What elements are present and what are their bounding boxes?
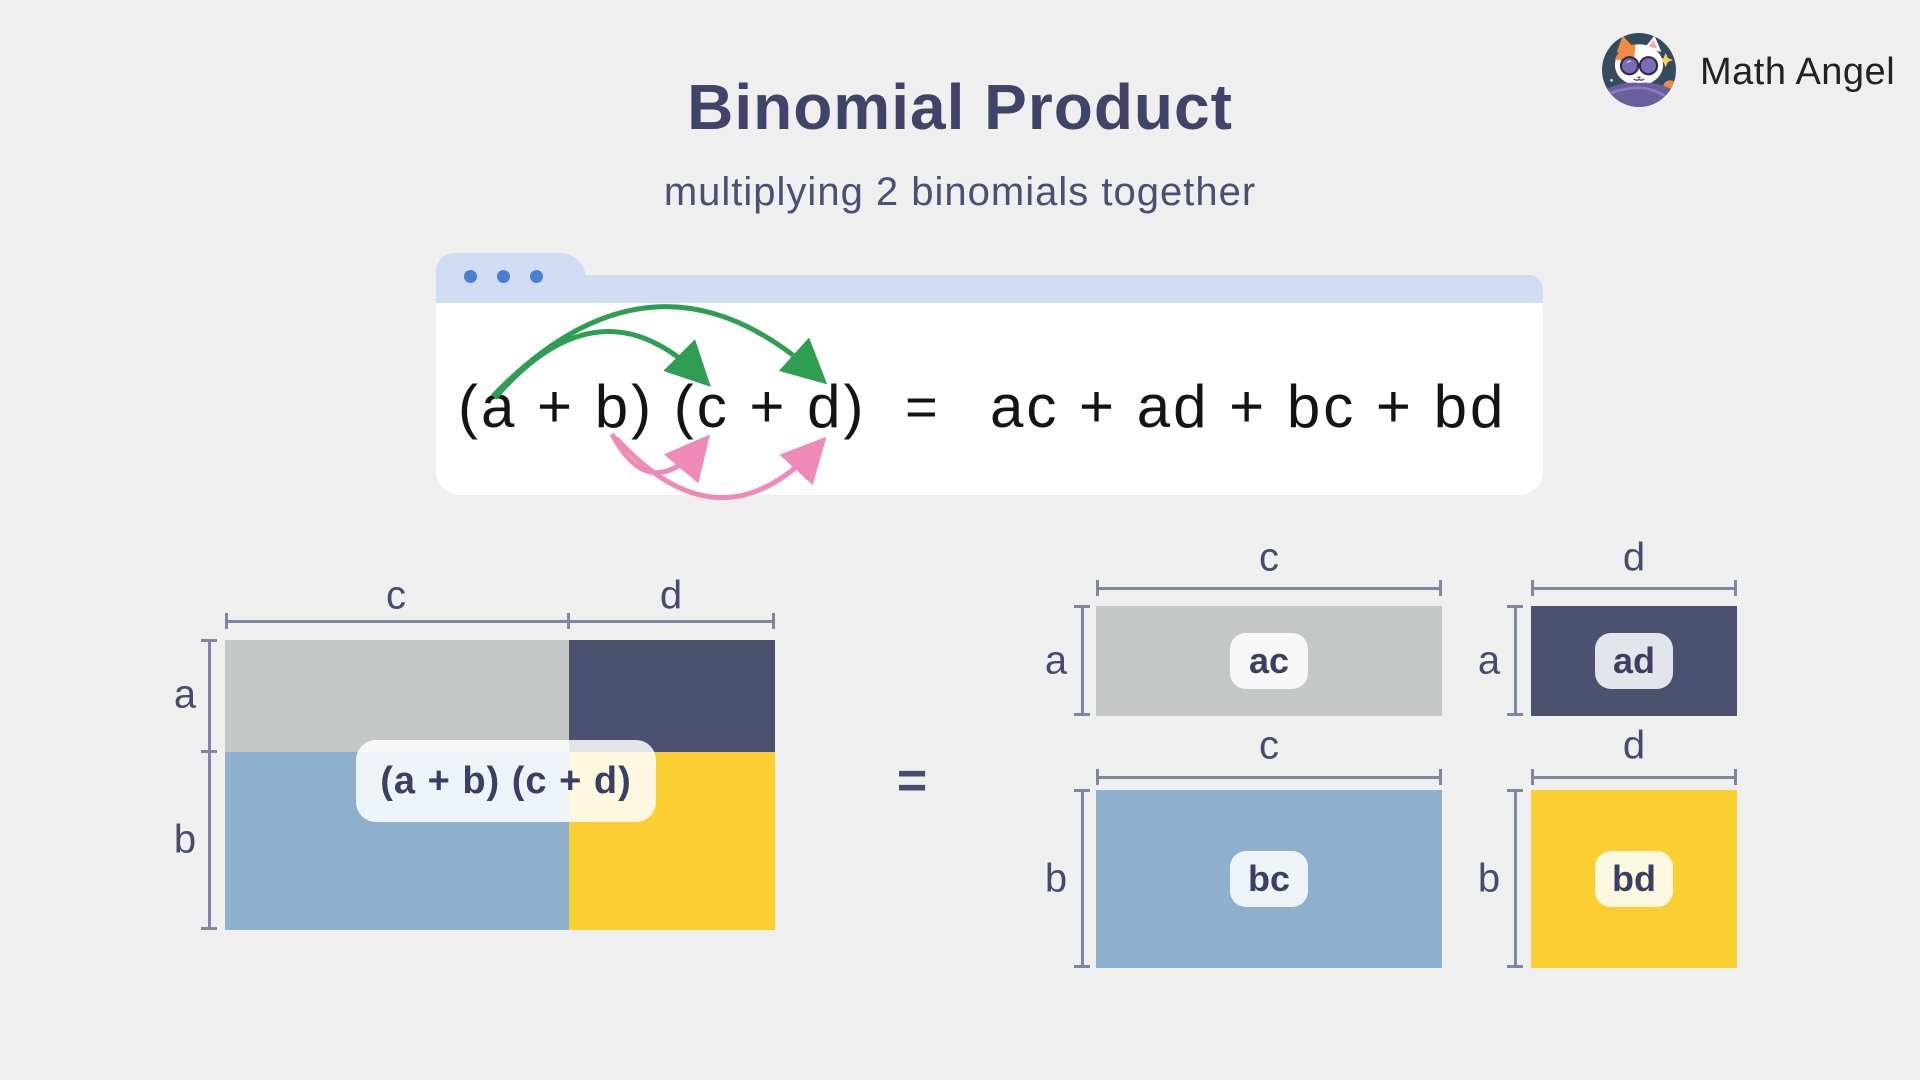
dim-tick [1507, 789, 1523, 792]
formula-rhs: ac + ad + bc + bd [990, 373, 1507, 440]
dim-line-top [225, 620, 775, 623]
arrow-a-to-d [491, 304, 828, 398]
dim-line [1096, 776, 1442, 779]
dim-line [1096, 587, 1442, 590]
arrow-b-to-c [609, 432, 711, 484]
cat-avatar-icon [1596, 27, 1682, 118]
equals-divider: = [896, 752, 928, 810]
tile-ac-width-label: c [1259, 535, 1279, 580]
dim-tick [772, 613, 775, 629]
tile-ac-height-label: a [1044, 638, 1068, 683]
tile-ad-height-label: a [1477, 638, 1501, 683]
dim-tick [567, 613, 570, 629]
page-subtitle: multiplying 2 binomials together [663, 170, 1257, 214]
tile-bd-term: bd [1595, 851, 1673, 907]
dim-tick [1096, 580, 1099, 596]
formula-card [436, 303, 1543, 495]
dim-tick [1507, 965, 1523, 968]
dim-line [1531, 587, 1737, 590]
quadrant-ad [569, 640, 775, 752]
quadrant-ac [225, 640, 569, 752]
dim-tick [1074, 713, 1090, 716]
dim-tick [1531, 769, 1534, 785]
dim-tick [201, 639, 217, 642]
tile-ad-width-label: d [1622, 535, 1646, 580]
tile-bc-height-label: b [1044, 856, 1068, 901]
formula-equals: = [905, 375, 941, 438]
dim-line [1081, 790, 1084, 968]
tile-ac-term: ac [1230, 633, 1308, 689]
model-center-label: (a + b) (c + d) [356, 740, 656, 822]
browser-header-bar [436, 275, 1543, 303]
model-width-label-c: c [386, 573, 406, 618]
tile-bc-term: bc [1230, 851, 1308, 907]
dim-tick [1439, 580, 1442, 596]
brand-name: Math Angel [1700, 50, 1896, 93]
dim-line [1081, 606, 1084, 716]
dim-tick [1074, 789, 1090, 792]
model-height-label-a: a [173, 672, 197, 717]
dim-tick [1096, 769, 1099, 785]
dim-tick [1074, 605, 1090, 608]
dim-line [1514, 790, 1517, 968]
arrow-b-to-d [614, 436, 827, 501]
foil-arrows [491, 304, 828, 501]
dim-tick [1507, 605, 1523, 608]
dim-tick [201, 927, 217, 930]
tile-ad-term: ad [1595, 633, 1673, 689]
dim-line [1531, 776, 1737, 779]
window-dot-icon [530, 270, 543, 283]
brand-logo: Math Angel [1596, 29, 1895, 115]
tile-bc-width-label: c [1259, 723, 1279, 768]
dim-tick [225, 613, 228, 629]
page-title: Binomial Product [687, 71, 1233, 143]
dim-tick [1734, 769, 1737, 785]
dim-tick [1439, 769, 1442, 785]
window-dot-icon [464, 270, 477, 283]
dim-tick [1531, 580, 1534, 596]
tile-bd-height-label: b [1477, 856, 1501, 901]
dim-tick [201, 750, 217, 753]
dim-line-left [208, 640, 211, 930]
window-dot-icon [497, 270, 510, 283]
dim-tick [1074, 965, 1090, 968]
dim-tick [1734, 580, 1737, 596]
dim-line [1514, 606, 1517, 716]
dim-tick [1507, 713, 1523, 716]
tile-bd-width-label: d [1622, 723, 1646, 768]
model-width-label-d: d [659, 573, 683, 618]
model-height-label-b: b [173, 817, 197, 862]
